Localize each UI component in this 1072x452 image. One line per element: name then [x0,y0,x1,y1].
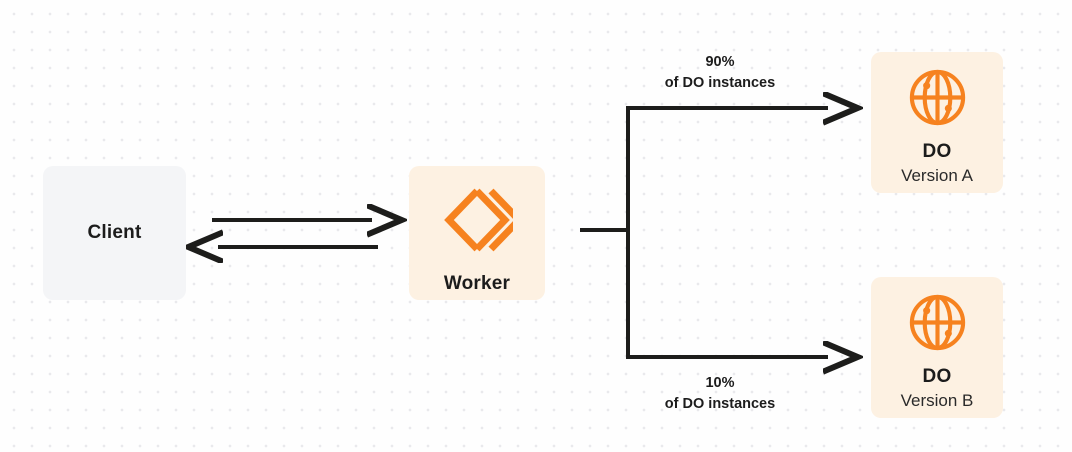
do-a-subtitle: Version A [901,166,973,185]
edge-top-percent: 90% [705,54,735,70]
cloudflare-workers-logo-icon [441,187,524,253]
globe-icon [906,291,969,354]
client-label: Client [87,222,142,243]
edge-label-top: 90% of DO instances [620,52,820,93]
node-worker: Worker [409,166,545,300]
edge-top-caption: of DO instances [664,74,776,91]
edge-bottom-caption: of DO instances [664,395,776,412]
do-b-title: DO [922,366,952,387]
globe-icon [906,66,969,129]
edge-label-bottom: 10% of DO instances [620,373,820,414]
node-client: Client [43,166,186,300]
split-bus [580,106,630,359]
do-b-subtitle: Version B [900,391,974,410]
worker-label: Worker [443,273,511,294]
edge-bottom-percent: 10% [705,375,735,391]
node-do-version-b: DO Version B [871,277,1003,418]
node-do-version-a: DO Version A [871,52,1003,193]
do-a-title: DO [922,141,952,162]
